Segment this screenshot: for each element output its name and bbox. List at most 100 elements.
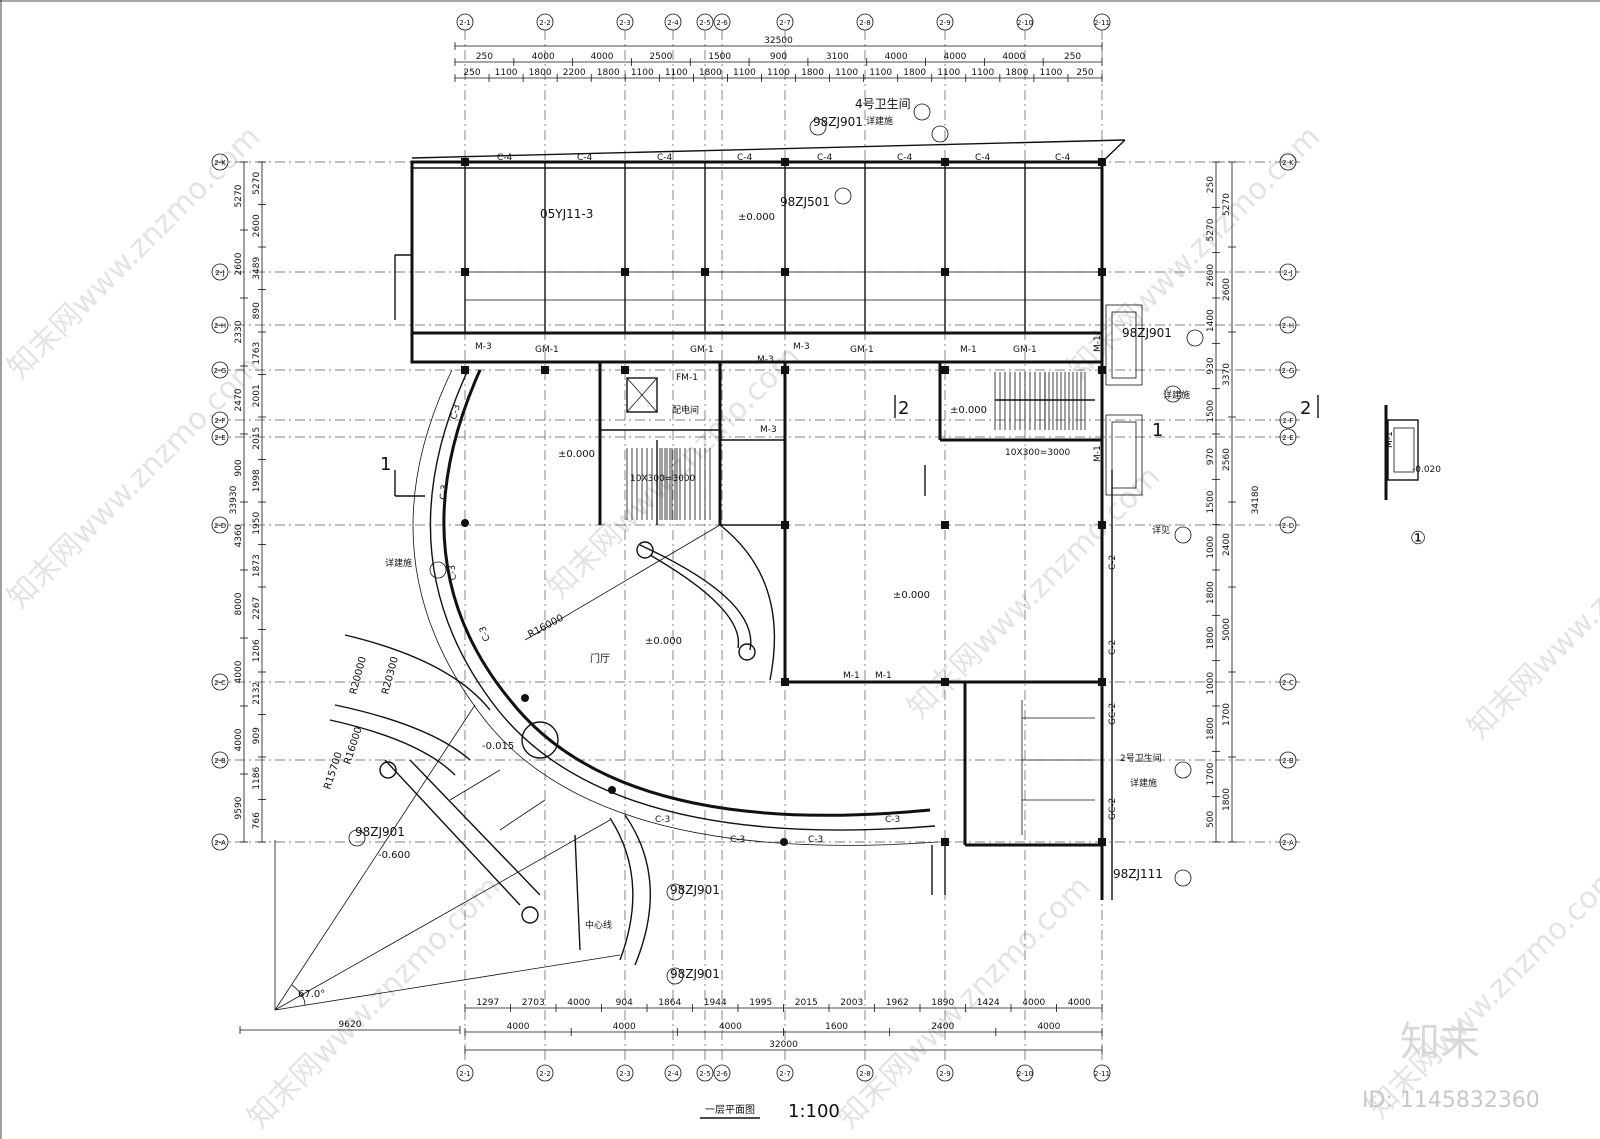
dim-left-inner-value: 5270 [252,172,262,195]
dim-top-row1-value: 3100 [826,52,849,62]
axis-bubble-left-label: 2-J [215,269,224,277]
dim-top-row2-value: 1800 [597,68,620,78]
dim-top-row2-value: 1800 [699,68,722,78]
axis-bubble-right [1279,516,1297,534]
dim-bottom-row1-value: 2703 [522,998,545,1008]
axis-bubble-left-label: 2-B [214,757,226,765]
step [1105,304,1143,386]
axis-bubble-left-label: 2-F [214,417,225,425]
axis-bubble-bottom-label: 2-8 [859,1070,870,1078]
watermark-site: 知末网www.znzmo.com [901,459,1167,725]
detail-callout [1186,329,1204,347]
axis-bubble-bottom [456,1064,474,1082]
stair-2 [994,372,1095,430]
window-label: C-3 [808,835,823,845]
dim-top-row1-value: 250 [476,52,493,62]
ref-98ZJ901: 98ZJ901 [670,883,720,897]
axis-bubble-right [1279,411,1297,429]
axis-bubble-bottom-label: 2-7 [779,1070,790,1078]
axis-bubble-right-label: 2-D [1282,522,1294,530]
dim-left-inner-value: 1873 [252,554,262,577]
curved-canopy [412,369,939,846]
axis-bubble-bottom-label: 2-3 [619,1070,630,1078]
ref-98ZJ901: 98ZJ901 [670,967,720,981]
curved-wall-outer [442,369,931,817]
dim-left-outer-value: 2330 [234,320,244,343]
door-label: M-3 [793,342,810,352]
radius-label: R20000 [348,655,369,695]
dim-bottom-row1-value: 4000 [1068,998,1091,1008]
axis-bubble-top [456,13,474,31]
spiral-ramp [639,544,752,651]
dim-bottom-row2-value: 4000 [613,1022,636,1032]
dim-right-inner-value: 1000 [1206,672,1216,695]
door-label: M-3 [475,342,492,352]
detail-note: 详建施 [866,115,893,127]
axis-bubble-right-label: 2-A [1282,839,1294,847]
dim-top-row2-value: 1100 [835,68,858,78]
dim-bottom-row1-value: 2003 [840,998,863,1008]
ramp-edge [574,834,581,951]
door-label: M-1 [1093,335,1103,352]
column [1098,521,1106,529]
window-label: C-4 [897,153,913,163]
door-labels: M-3 GM-1 GM-1 M-3 M-3 GM-1 M-1 GM-1 FM-1… [475,335,1395,681]
dim-left-total: 33930 [229,485,239,514]
elevation-mark: -0.020 [1412,465,1441,475]
dim-bottom-row1-value: 1890 [931,998,954,1008]
dim-right-outer-value: 5270 [1222,193,1232,216]
dim-top-row1-value: 2500 [649,52,672,62]
dim-left-outer-value: 9590 [234,796,244,819]
dim-top-row2-value: 2200 [563,68,586,78]
axis-bubble-right-label: 2-G [1282,367,1295,375]
dim-left-inner-value: 2001 [252,384,262,407]
drawing-scale: 1:100 [788,1101,840,1122]
axis-bubble-left [211,411,229,429]
dim-top-row2-value: 1800 [801,68,824,78]
ramp-edge [384,759,521,906]
ref-98ZJ901: 98ZJ901 [813,115,863,129]
axis-bubble-top-label: 2-11 [1094,19,1110,27]
watermark-site: 知末网www.znzmo.com [831,869,1097,1135]
axis-bubble-bottom-label: 2-6 [716,1070,728,1078]
window-label: C-4 [497,153,513,163]
axis-bubble-top-label: 2-3 [619,19,630,27]
axis-bubble-right [1279,751,1297,769]
dim-right-inner-value: 250 [1206,176,1216,193]
roof-line [411,139,1126,159]
step [1105,414,1143,496]
axis-bubble-left [211,673,229,691]
dim-top-row2-value: 250 [463,68,480,78]
dim-bottom-row1-value: 4000 [567,998,590,1008]
axis-bubble-right [1279,316,1297,334]
axis-bubble-top [696,13,714,31]
section-number: 1 [380,454,391,475]
dim-left-outer-value: 8000 [234,592,244,615]
axis-bubble-top-label: 2-2 [539,19,550,27]
dim-top-total-value: 32500 [764,36,793,46]
slope-arrow [449,769,501,801]
detail-note: 详建施 [1130,777,1157,789]
detail-callout [1164,385,1182,403]
window-labels: C-4 C-4 C-4 C-4 C-4 C-4 C-4 C-4 C-3 C-3 … [439,153,1118,845]
column [941,158,949,166]
column [781,678,789,686]
dim-top-row2-value: 1800 [903,68,926,78]
spiral-ramp-inner [649,554,740,649]
dim-left-inner-value: 2132 [252,682,262,705]
slope-arrow [499,799,546,831]
dim-top-row2-value: 1100 [665,68,688,78]
dim-top-row2-value: 1100 [937,68,960,78]
dim-top-row2-value: 250 [1076,68,1093,78]
dim-left-inner-value: 2600 [252,214,262,237]
dim-top-row2-value: 1800 [529,68,552,78]
door-label: GM-1 [1013,345,1037,355]
elevation-mark: ±0.000 [738,212,775,223]
axis-bubble-left [211,751,229,769]
dim-left-inner-value: 1950 [252,512,262,535]
section-number: 2 [1300,398,1311,419]
dim-right-inner-value: 500 [1206,810,1216,827]
detail-callout [429,561,447,579]
elevation-mark: -0.015 [482,741,514,752]
